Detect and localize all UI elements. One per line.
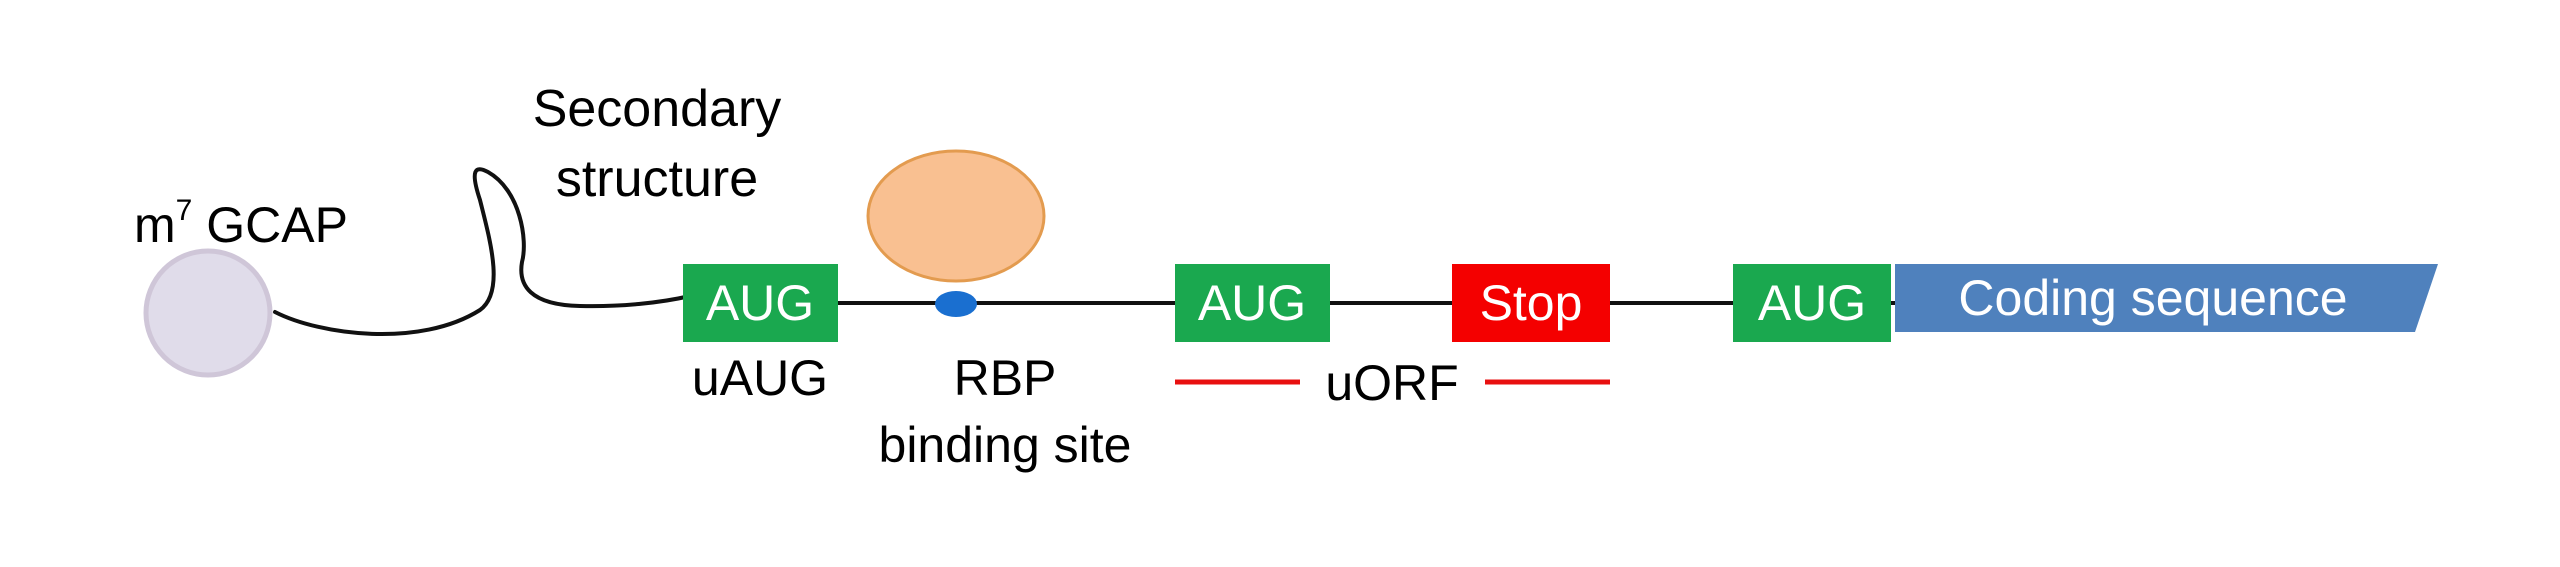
cap-circle — [143, 248, 273, 378]
uorf-start-box — [1175, 264, 1330, 342]
rbp-binding-site-marker — [935, 291, 977, 317]
coding-sequence-box — [1895, 264, 2438, 332]
uorf-stop-label: Stop — [1480, 275, 1583, 331]
main-aug-box — [1733, 264, 1891, 342]
secondary-structure-loop — [273, 167, 692, 337]
uorf-caption: uORF — [1325, 355, 1458, 411]
main-aug-label: AUG — [1758, 275, 1866, 331]
uorf-stop-box — [1452, 264, 1610, 342]
rbp-caption-line2: binding site — [879, 417, 1132, 473]
secondary-structure-label-line2: structure — [556, 150, 758, 208]
rbp-protein — [866, 149, 1046, 283]
uaug-box-label: AUG — [706, 275, 814, 331]
secondary-structure-label-line1: Secondary — [533, 80, 782, 138]
rbp-caption-line1: RBP — [954, 350, 1057, 406]
coding-sequence-label: Coding sequence — [1958, 270, 2347, 326]
cap-label: m7 GCAP — [134, 194, 348, 253]
uaug-caption: uAUG — [692, 350, 828, 406]
uaug-box — [683, 264, 838, 342]
uorf-start-label: AUG — [1198, 275, 1306, 331]
